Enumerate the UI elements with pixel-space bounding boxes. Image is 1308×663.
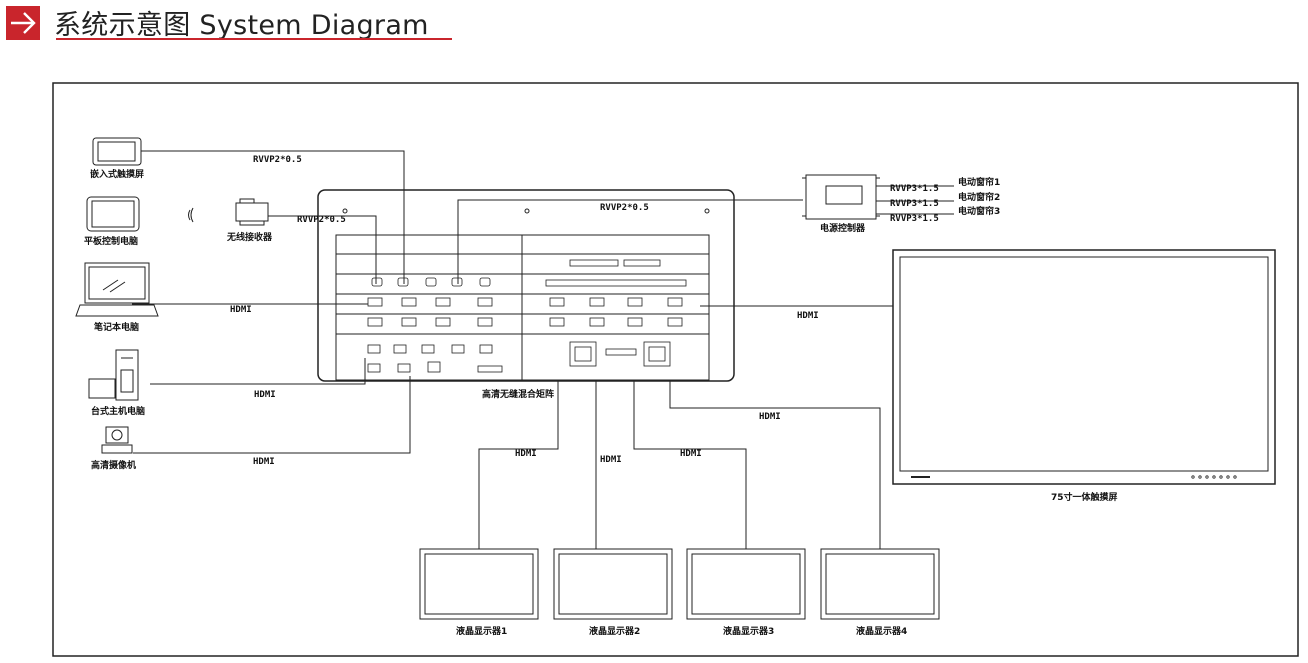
label-tablet-pc: 平板控制电脑	[84, 235, 138, 247]
cable-label-top: RVVP2*0.5	[600, 203, 649, 213]
cable-label-lcd4-hdmi: HDMI	[759, 412, 781, 422]
diagram-frame	[52, 82, 1299, 657]
label-laptop: 笔记本电脑	[94, 321, 139, 333]
cable-label-curtain1: RVVP3*1.5	[890, 184, 939, 194]
lcd-monitor-2	[553, 548, 673, 620]
embedded-touch-screen-icon	[92, 137, 142, 166]
label-power-controller: 电源控制器	[820, 222, 866, 234]
label-touch-screen-75: 75寸一体触摸屏	[1051, 491, 1118, 503]
cable-label-lcd1-hdmi: HDMI	[515, 449, 537, 459]
cable-label-lcd2-hdmi: HDMI	[600, 455, 622, 465]
label-curtain3: 电动窗帘3	[958, 205, 1000, 217]
cable-label-camera-hdmi: HDMI	[253, 457, 275, 467]
label-hd-camera: 高清摄像机	[91, 459, 136, 471]
lcd-monitor-3	[686, 548, 806, 620]
title-underline	[56, 38, 452, 40]
label-desktop-pc: 台式主机电脑	[91, 405, 145, 417]
label-embedded-touch-screen: 嵌入式触摸屏	[90, 168, 144, 180]
label-curtain2: 电动窗帘2	[958, 191, 1000, 203]
label-lcd3: 液晶显示器3	[723, 625, 774, 637]
tablet-pc-icon	[86, 196, 140, 232]
cable-lines	[132, 150, 954, 549]
laptop-icon	[75, 262, 159, 317]
label-lcd1: 液晶显示器1	[456, 625, 507, 637]
label-wireless-receiver: 无线接收器	[226, 231, 273, 243]
label-lcd2: 液晶显示器2	[589, 625, 640, 637]
cable-label-curtain2: RVVP3*1.5	[890, 199, 939, 209]
label-curtain1: 电动窗帘1	[958, 176, 1000, 188]
lcd-monitor-1	[419, 548, 539, 620]
cable-label-lcd3-hdmi: HDMI	[680, 449, 702, 459]
cable-label-screen75-hdmi: HDMI	[797, 311, 819, 321]
hd-matrix-device	[317, 189, 735, 382]
wireless-receiver-icon	[235, 198, 269, 226]
hd-camera-icon	[101, 426, 133, 454]
cable-label-desktop-hdmi: HDMI	[254, 390, 276, 400]
cable-label-touch-screen: RVVP2*0.5	[253, 155, 302, 165]
arrow-right-icon	[6, 6, 40, 40]
page-title: 系统示意图 System Diagram	[54, 10, 429, 41]
desktop-pc-icon	[88, 349, 139, 401]
label-matrix: 高清无缝混合矩阵	[482, 388, 554, 400]
cable-label-curtain3: RVVP3*1.5	[890, 214, 939, 224]
label-lcd4: 液晶显示器4	[856, 625, 907, 637]
power-controller-device	[802, 174, 880, 220]
lcd-monitor-4	[820, 548, 940, 620]
touch-screen-75-device	[892, 249, 1276, 485]
cable-label-receiver: RVVP2*0.5	[297, 215, 346, 225]
cable-label-laptop-hdmi: HDMI	[230, 305, 252, 315]
wireless-signal-icon	[188, 207, 194, 223]
